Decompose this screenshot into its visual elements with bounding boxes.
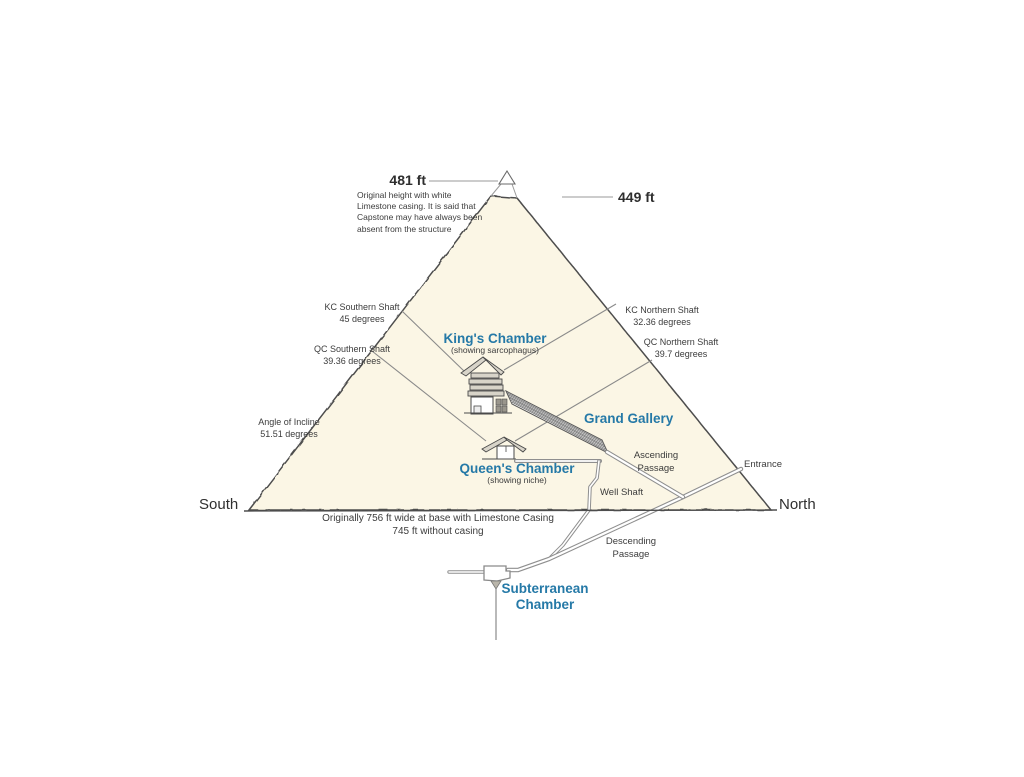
well-shaft-line [549,459,601,559]
label-kc-northern-shaft: KC Northern Shaft 32.36 degrees [625,305,699,327]
label-grand-gallery: Grand Gallery [584,411,674,426]
label-north: North [779,496,816,513]
label-height-original: 481 ft [389,172,426,188]
capstone [498,169,516,185]
pit-mouth [490,580,502,590]
label-kings-chamber: King's Chamber [443,331,547,346]
base-line [243,509,778,512]
label-height-current: 449 ft [618,189,655,205]
label-queens-chamber-sub: (showing niche) [487,475,547,485]
queens-chamber-structure [481,436,527,460]
ascending-passage-line [604,449,686,500]
label-south: South [199,496,239,513]
label-subterranean-chamber: Subterranean Chamber [501,581,589,612]
label-base-note: Originally 756 ft wide at base with Lime… [322,513,554,538]
sarcophagus [473,405,482,414]
qc-southern-shaft-line [371,350,487,442]
label-kc-southern-shaft: KC Southern Shaft 45 degrees [324,302,400,324]
grand-gallery-structure [504,389,610,455]
label-height-note: Original height with white Limestone cas… [357,190,483,234]
kings-chamber-structure [460,356,512,415]
kc-northern-shaft-line [503,303,617,371]
label-angle-of-incline: Angle of Incline 51.51 degrees [258,417,320,439]
original-profile-lines [490,183,518,199]
label-ascending-passage: Ascending Passage [633,450,679,474]
subterranean-chamber-structure [447,565,511,640]
label-entrance: Entrance [744,459,783,470]
qc-northern-shaft-line [514,359,653,442]
label-qc-northern-shaft: QC Northern Shaft 39.7 degrees [643,337,719,359]
label-queens-chamber: Queen's Chamber [459,461,575,476]
label-qc-southern-shaft: QC Southern Shaft 39.36 degrees [313,344,391,366]
descending-passage-line [505,466,744,573]
kc-southern-shaft-line [401,310,466,373]
label-descending-passage: Descending Passage [605,536,657,560]
label-well-shaft: Well Shaft [600,487,644,498]
label-kings-chamber-sub: (showing sarcophagus) [451,345,539,355]
